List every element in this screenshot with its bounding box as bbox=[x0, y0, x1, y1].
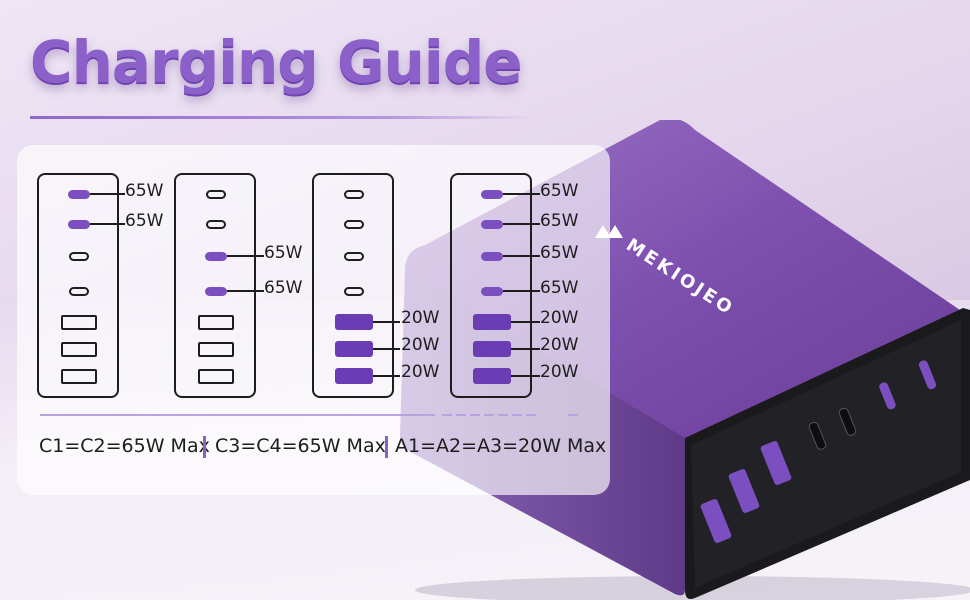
leader-line bbox=[511, 348, 540, 350]
wattage-label: 20W bbox=[540, 335, 579, 355]
usb-a1-port-icon bbox=[335, 314, 373, 330]
wattage-label: 65W bbox=[540, 243, 579, 263]
leader-line bbox=[90, 193, 125, 195]
usb-c2-port-icon bbox=[481, 220, 503, 229]
divider-rule bbox=[568, 414, 578, 416]
leader-line bbox=[503, 223, 540, 225]
legend-c3-c4: C3=C4=65W Max bbox=[215, 435, 386, 457]
charging-guide-panel: 65W 65W 65W 65W 20W bbox=[17, 145, 610, 495]
usb-c4-port-icon bbox=[69, 287, 89, 296]
usb-a2-port-icon bbox=[198, 342, 234, 357]
wattage-label: 20W bbox=[401, 362, 440, 382]
usb-a1-port-icon bbox=[61, 315, 97, 330]
config-card-2 bbox=[174, 173, 264, 398]
leader-line bbox=[373, 375, 400, 377]
legend-separator bbox=[385, 436, 388, 458]
usb-a3-port-icon bbox=[473, 368, 511, 384]
divider-rule-dashed bbox=[442, 414, 538, 416]
usb-a1-port bbox=[760, 441, 792, 485]
leader-line bbox=[373, 348, 400, 350]
usb-c4-port bbox=[808, 421, 827, 450]
leader-line bbox=[511, 375, 540, 377]
wattage-label: 20W bbox=[401, 335, 440, 355]
usb-c4-port-icon bbox=[344, 287, 364, 296]
charger-ports bbox=[700, 360, 937, 543]
usb-c3-port bbox=[838, 407, 857, 436]
usb-c2-port-icon bbox=[344, 220, 364, 229]
wattage-label: 65W bbox=[125, 211, 164, 231]
config-card-3 bbox=[312, 173, 400, 398]
wattage-label: 65W bbox=[540, 181, 579, 201]
usb-a2-port bbox=[728, 469, 760, 513]
leader-line bbox=[503, 255, 540, 257]
wattage-label: 20W bbox=[401, 308, 440, 328]
leader-line bbox=[227, 290, 264, 292]
wattage-label: 20W bbox=[540, 362, 579, 382]
usb-a2-port-icon bbox=[61, 342, 97, 357]
usb-c4-port-icon bbox=[481, 287, 503, 296]
usb-c2-port bbox=[879, 382, 896, 410]
usb-c3-port-icon bbox=[344, 252, 364, 261]
leader-line bbox=[511, 321, 540, 323]
config-card-1 bbox=[37, 173, 125, 398]
leader-line bbox=[503, 193, 540, 195]
page-title: Charging Guide bbox=[30, 28, 523, 96]
legend-c1-c2: C1=C2=65W Max bbox=[39, 435, 210, 457]
wattage-label: 65W bbox=[540, 278, 579, 298]
legend-a1-a3: A1=A2=A3=20W Max bbox=[395, 435, 607, 457]
usb-a1-port-icon bbox=[473, 314, 511, 330]
usb-a2-port-icon bbox=[335, 341, 373, 357]
usb-a3-port bbox=[700, 499, 732, 543]
usb-c1-port-icon bbox=[344, 190, 364, 199]
usb-c1-port-icon bbox=[481, 190, 503, 199]
usb-c3-port-icon bbox=[69, 252, 89, 261]
usb-c1-port bbox=[918, 360, 937, 390]
usb-c1-port-icon bbox=[68, 190, 90, 199]
legend-separator bbox=[203, 436, 206, 458]
leader-line bbox=[90, 223, 125, 225]
usb-c4-port-icon bbox=[205, 287, 227, 296]
usb-a2-port-icon bbox=[473, 341, 511, 357]
leader-line bbox=[503, 290, 540, 292]
title-underline bbox=[30, 116, 535, 119]
usb-a3-port-icon bbox=[335, 368, 373, 384]
config-card-4 bbox=[450, 173, 540, 398]
usb-c1-port-icon bbox=[206, 190, 226, 199]
wattage-label: 65W bbox=[125, 181, 164, 201]
leader-line bbox=[373, 321, 400, 323]
divider-rule bbox=[40, 414, 435, 416]
wattage-label: 65W bbox=[264, 278, 303, 298]
wattage-label: 20W bbox=[540, 308, 579, 328]
usb-a3-port-icon bbox=[61, 369, 97, 384]
usb-c2-port-icon bbox=[68, 220, 90, 229]
usb-c3-port-icon bbox=[481, 252, 503, 261]
wattage-label: 65W bbox=[264, 243, 303, 263]
usb-a3-port-icon bbox=[198, 369, 234, 384]
leader-line bbox=[227, 255, 264, 257]
usb-c3-port-icon bbox=[205, 252, 227, 261]
usb-c2-port-icon bbox=[206, 220, 226, 229]
wattage-label: 65W bbox=[540, 211, 579, 231]
usb-a1-port-icon bbox=[198, 315, 234, 330]
